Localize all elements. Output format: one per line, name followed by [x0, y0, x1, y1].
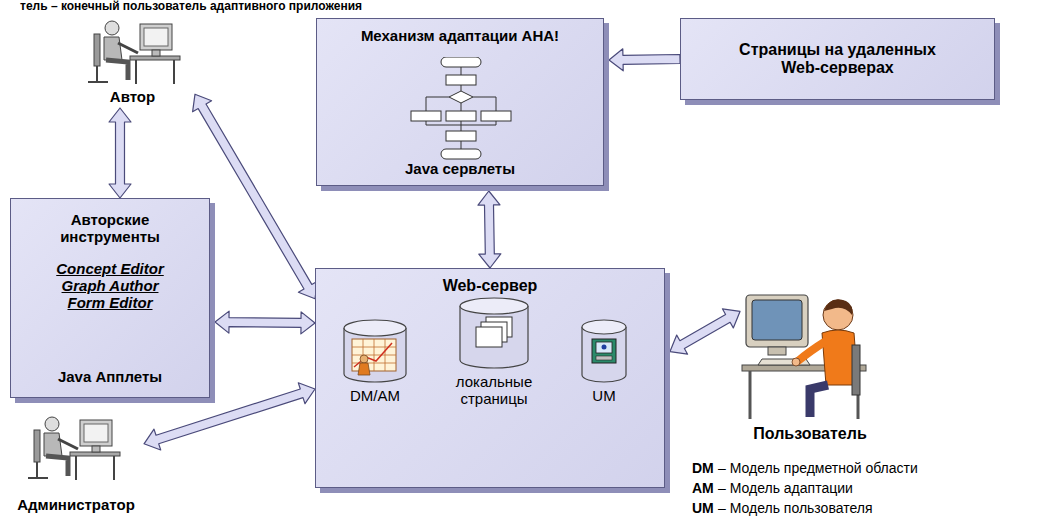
node-title: локальные страницы [448, 373, 540, 408]
legend-text: – Модель адаптации [718, 480, 853, 496]
node-text: Java сервлеты [405, 160, 515, 177]
process-box: Страницы на удаленных Web-серверах [680, 18, 995, 100]
legend-text: AM [692, 480, 714, 496]
person-at-computer [82, 16, 182, 86]
node-title: Пользователь [740, 425, 880, 443]
actor-figure: Автор [70, 16, 195, 108]
legend-text: – Модель пользователя [718, 500, 872, 516]
legend-text: UM [692, 500, 714, 516]
editor-list: Concept EditorGraph AuthorForm Editor [56, 246, 164, 312]
database-cylinder [580, 319, 628, 383]
node-text: Graph Author [56, 277, 164, 294]
node-text: Concept Editor [56, 260, 164, 277]
block-arrow [193, 94, 318, 299]
database-node: UM [572, 319, 636, 411]
actor-figure: Пользователь [740, 285, 880, 450]
flowchart-icon [401, 57, 521, 161]
block-arrow [609, 49, 680, 71]
database-cylinder [342, 319, 408, 383]
server-box: Web-сервер DM/AM локальные страницы UM [315, 268, 665, 488]
node-title: Страницы на удаленных Web-серверах [723, 41, 953, 78]
process-box: Механизм адаптации AHA! Java сервлеты [316, 18, 604, 186]
database-node: локальные страницы [448, 297, 540, 415]
block-arrow [478, 191, 501, 268]
node-title: Администратор [8, 496, 144, 513]
node-title: Авторские инструменты [35, 211, 185, 246]
process-box: Авторские инструментыConcept EditorGraph… [10, 198, 210, 398]
block-arrow [109, 108, 131, 198]
database-node: DM/AM [338, 319, 412, 411]
node-text: Form Editor [56, 294, 164, 311]
legend-text: – Модель предметной области [718, 460, 918, 476]
database-cylinder [458, 297, 530, 369]
block-arrow [215, 311, 315, 334]
node-title: Web-сервер [316, 277, 664, 295]
legend-text: DM [692, 460, 714, 476]
actor-figure: Администратор [8, 412, 144, 518]
node-text: Java Апплеты [58, 368, 162, 385]
caption-fragment: тель – конечный пользователь адаптивного… [20, 0, 362, 14]
user-at-computer [740, 285, 880, 423]
node-title: Механизм адаптации AHA! [361, 27, 559, 44]
block-arrow [670, 309, 740, 354]
person-at-computer [22, 412, 122, 482]
node-title: DM/AM [338, 387, 412, 404]
node-title: UM [572, 387, 636, 404]
node-title: Автор [70, 88, 195, 105]
